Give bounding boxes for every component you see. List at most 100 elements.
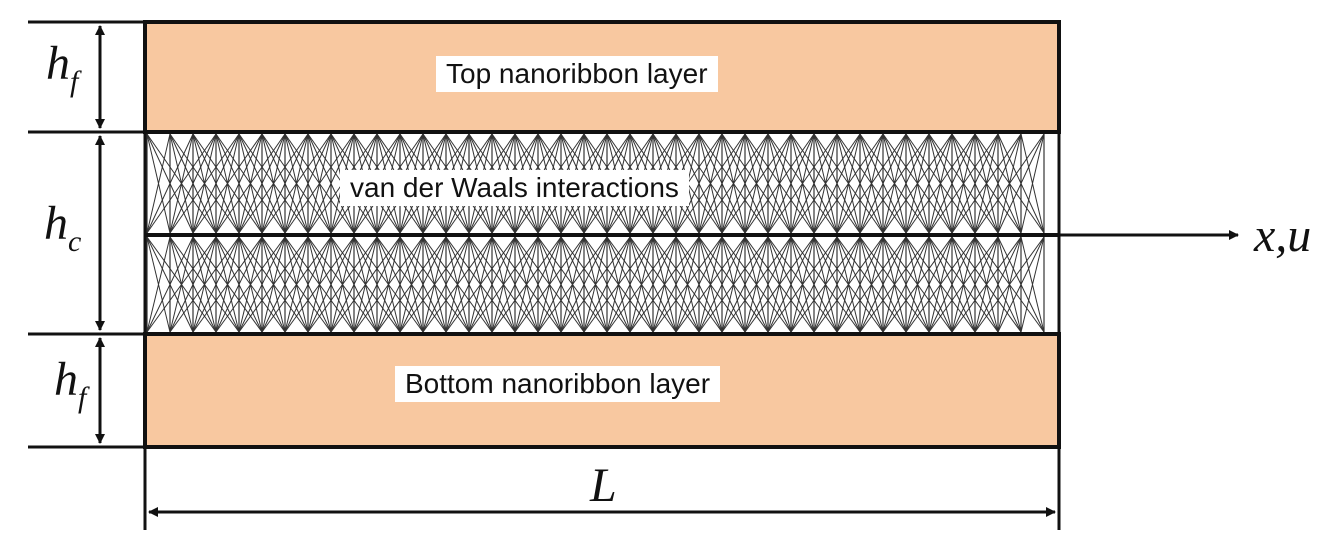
vdw-bond-line <box>928 236 999 333</box>
vdw-bond-line <box>997 133 1045 234</box>
vdw-bond-line <box>675 236 723 333</box>
vdw-bond-line <box>836 133 884 234</box>
vdw-bond-line <box>928 236 976 333</box>
vdw-bond-line <box>974 236 1045 333</box>
vdw-bond-line <box>560 236 631 333</box>
vdw-bond-line <box>882 133 953 234</box>
vdw-bond-line <box>652 236 723 333</box>
vdw-bond-line <box>813 133 861 234</box>
vdw-bond-line <box>146 236 171 333</box>
vdw-bond-line <box>399 236 447 333</box>
vdw-bond-line <box>721 236 769 333</box>
vdw-bond-line <box>491 236 562 333</box>
vdw-bond-line <box>537 236 608 333</box>
vdw-bond-line <box>192 133 263 234</box>
vdw-bond-line <box>284 236 332 333</box>
vdw-bond-line <box>698 236 746 333</box>
vdw-bond-line <box>675 236 746 333</box>
core-thickness-label: hc <box>44 197 82 258</box>
vdw-bond-line <box>146 133 217 234</box>
vdw-bond-line <box>146 133 194 234</box>
vdw-bond-line <box>928 133 999 234</box>
vdw-bond-line <box>836 236 884 333</box>
vdw-bond-line <box>284 133 332 234</box>
vdw-bond-line <box>951 236 999 333</box>
vdw-bond-line <box>376 236 447 333</box>
vdw-bond-line <box>905 133 976 234</box>
vdw-label: van der Waals interactions <box>340 170 689 206</box>
vdw-bond-line <box>560 236 608 333</box>
vdw-bond-line <box>169 236 240 333</box>
vdw-bond-line <box>169 236 217 333</box>
vdw-bond-line <box>606 236 654 333</box>
vdw-bond-line <box>445 236 493 333</box>
vdw-bond-line <box>583 236 654 333</box>
vdw-bond-line <box>606 236 677 333</box>
vdw-bond-line <box>744 133 792 234</box>
vdw-bond-line <box>468 236 516 333</box>
vdw-bond-line <box>169 133 217 234</box>
vdw-bond-line <box>997 236 1045 333</box>
vdw-bond-line <box>399 236 470 333</box>
vdw-bond-line <box>790 133 861 234</box>
vdw-bond-line <box>330 236 401 333</box>
vdw-bond-line <box>744 133 815 234</box>
vdw-bond-line <box>514 236 562 333</box>
vdw-bond-line <box>238 236 286 333</box>
vdw-bond-line <box>813 133 884 234</box>
bottom-thickness-label: hf <box>54 353 87 414</box>
vdw-bond-line <box>629 236 677 333</box>
vdw-bond-line <box>905 236 976 333</box>
bottom-layer-label: Bottom nanoribbon layer <box>395 366 721 402</box>
vdw-bond-line <box>491 236 539 333</box>
vdw-bond-line <box>353 236 424 333</box>
vdw-bond-line <box>905 133 953 234</box>
vdw-bond-line <box>974 133 1022 234</box>
vdw-bond-line <box>376 236 424 333</box>
vdw-bond-line <box>675 133 746 234</box>
vdw-bond-line <box>698 236 769 333</box>
vdw-bond-line <box>882 133 930 234</box>
vdw-bond-line <box>192 133 240 234</box>
vdw-bond-line <box>767 133 838 234</box>
vdw-bond-line <box>353 236 401 333</box>
vdw-bond-line <box>215 133 286 234</box>
vdw-bond-line <box>261 236 332 333</box>
vdw-bond-line <box>698 133 769 234</box>
vdw-bond-line <box>859 133 907 234</box>
vdw-bond-line <box>721 236 792 333</box>
vdw-bond-line <box>836 236 907 333</box>
vdw-bond-line <box>261 133 332 234</box>
vdw-bond-line <box>261 133 309 234</box>
vdw-bond-line <box>215 236 286 333</box>
vdw-bond-line <box>882 236 953 333</box>
vdw-bond-line <box>836 133 907 234</box>
vdw-bond-line <box>307 133 355 234</box>
vdw-bond-line <box>445 236 516 333</box>
vdw-bond-line <box>284 236 355 333</box>
vdw-bond-line <box>790 236 861 333</box>
vdw-bond-line <box>652 236 700 333</box>
vdw-bond-line <box>146 236 217 333</box>
vdw-bond-line <box>744 236 792 333</box>
vdw-bond-line <box>238 236 309 333</box>
vdw-bond-line <box>675 133 723 234</box>
vdw-bond-line <box>307 236 355 333</box>
vdw-bond-line <box>238 133 286 234</box>
vdw-bond-line <box>974 133 1045 234</box>
vdw-bond-line <box>422 236 493 333</box>
vdw-bond-line <box>537 236 585 333</box>
vdw-bond-line <box>192 236 263 333</box>
vdw-bond-line <box>307 236 378 333</box>
vdw-bond-line <box>744 236 815 333</box>
vdw-bond-line <box>813 236 861 333</box>
vdw-bond-line <box>215 133 263 234</box>
vdw-bond-line <box>146 236 194 333</box>
vdw-bond-line <box>422 236 470 333</box>
vdw-bond-line <box>859 236 930 333</box>
vdw-bond-line <box>192 236 240 333</box>
vdw-bond-line <box>859 133 930 234</box>
vdw-bond-line <box>951 133 1022 234</box>
vdw-bond-line <box>629 236 700 333</box>
axis-label: x,u <box>1254 209 1312 262</box>
